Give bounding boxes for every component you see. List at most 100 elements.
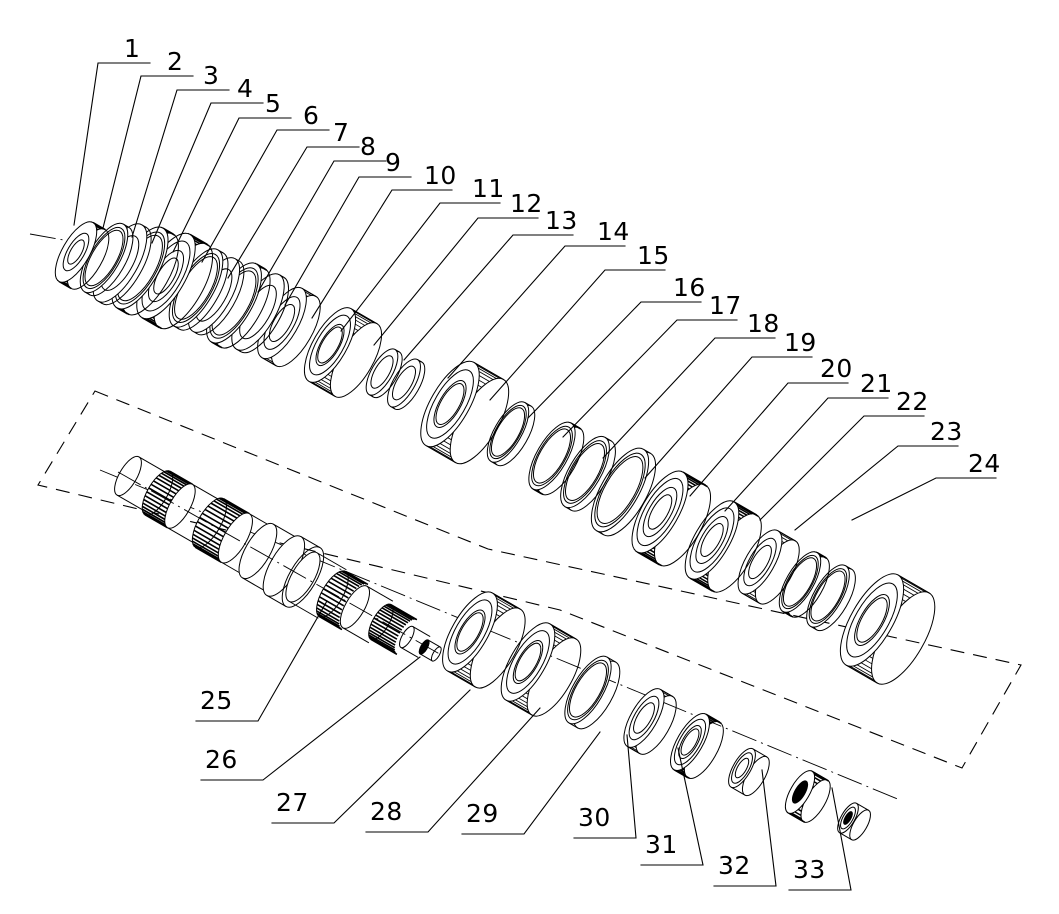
part-18 (590, 447, 657, 537)
shaft-spline-line (158, 474, 182, 489)
shaft-spline-line (223, 498, 250, 515)
callout-number-24: 24 (968, 449, 1001, 478)
leader-line-32 (713, 769, 777, 887)
shaft-spline-line (153, 480, 177, 495)
leader-line-2 (102, 75, 194, 229)
centerline-lower-axis (99, 469, 901, 801)
shaft-edge (288, 600, 319, 619)
shaft-spline-line (370, 623, 398, 640)
shaft-edge (427, 639, 441, 648)
shaft-spline-line (368, 636, 396, 653)
leader-line-8 (257, 160, 387, 293)
shaft-centerline (117, 471, 451, 661)
lower-part-row (442, 591, 871, 841)
shaft-spline-line (316, 603, 341, 619)
shaft-edge (116, 494, 147, 513)
part-11 (303, 307, 383, 398)
shaft-spline-line (148, 487, 172, 502)
part-30 (564, 655, 621, 730)
shaft-spline-line (317, 600, 341, 615)
callout-number-18: 18 (747, 309, 780, 338)
shaft-step-face (399, 625, 415, 649)
shaft-spline-line (144, 495, 168, 510)
upper-part-row (54, 221, 936, 685)
leader-line-15 (489, 269, 666, 401)
shaft-spline-line (204, 508, 232, 526)
shaft-edge (342, 627, 370, 644)
leader-line-22 (759, 415, 925, 521)
leader-line-1 (73, 62, 151, 226)
part-34 (784, 770, 831, 823)
part-35 (837, 802, 871, 841)
leader-line-29 (461, 731, 601, 835)
shaft-spline-line (155, 477, 180, 492)
callout-number-7: 7 (333, 118, 349, 147)
callout-number-12: 12 (510, 189, 543, 218)
shaft-edge (412, 626, 431, 638)
callout-number-19: 19 (784, 328, 817, 357)
shaft-spline-line (213, 500, 241, 517)
leader-line-26 (200, 656, 421, 781)
leader-line-3 (131, 89, 230, 238)
shaft-spline-line (381, 607, 409, 624)
shaft-spline-line (338, 571, 363, 586)
shaft-spline-line (199, 516, 227, 534)
leader-line-19 (644, 356, 813, 479)
shaft-spline-line (387, 603, 415, 621)
callout-number-20: 20 (820, 354, 853, 383)
leader-line-27 (271, 689, 471, 824)
shaft-spline-line (368, 629, 396, 646)
shaft-spline-line (379, 609, 407, 626)
shaft-spline-line (201, 512, 229, 529)
callout-number-31: 31 (645, 830, 678, 859)
shaft-spline-line (216, 498, 244, 515)
callout-number-10: 10 (424, 161, 457, 190)
part-24 (839, 573, 936, 685)
leader-line-9 (284, 176, 412, 306)
shaft-spline-line (325, 584, 349, 599)
leader-line-4 (151, 102, 264, 244)
leader-line-24 (851, 477, 997, 521)
part-14 (420, 360, 510, 465)
shaft-step-face (114, 455, 142, 497)
callout-number-8: 8 (360, 132, 376, 161)
main-shaft (114, 455, 451, 662)
shaft-spline-line (192, 533, 220, 550)
shaft-spline-line (336, 572, 360, 588)
callout-number-27: 27 (276, 788, 309, 817)
callout-number-15: 15 (637, 241, 670, 270)
shaft-spline-line (218, 497, 246, 514)
leader-line-11 (340, 202, 501, 332)
callout-number-9: 9 (385, 148, 401, 177)
callout-number-1: 1 (124, 34, 140, 63)
part-19 (631, 470, 711, 567)
shaft-spline-line (327, 580, 352, 596)
shaft-spline-line (142, 510, 166, 526)
shaft-spline-line (316, 607, 340, 622)
shaft-spline-line (193, 545, 221, 562)
callout-number-25: 25 (200, 686, 233, 715)
shaft-spline-line (330, 577, 354, 592)
leader-line-7 (227, 146, 360, 279)
leader-line-18 (602, 337, 776, 459)
callout-number-14: 14 (597, 217, 630, 246)
leader-line-20 (689, 382, 849, 497)
shaft-step-face (339, 585, 370, 629)
shaft-spline-line (192, 543, 220, 560)
leader-line-31 (640, 747, 704, 866)
part-33 (728, 747, 770, 797)
dashed-boundary-box (37, 390, 1022, 769)
callout-number-13: 13 (545, 206, 578, 235)
leader-line-30 (573, 734, 637, 839)
shaft-spline-line (193, 529, 221, 546)
shaft-spline-line (210, 502, 238, 519)
callout-number-30: 30 (578, 803, 611, 832)
callout-number-4: 4 (237, 74, 253, 103)
part-22 (778, 551, 830, 618)
callout-number-21: 21 (860, 369, 893, 398)
shaft-spline-line (143, 498, 167, 514)
part-12 (365, 348, 403, 399)
